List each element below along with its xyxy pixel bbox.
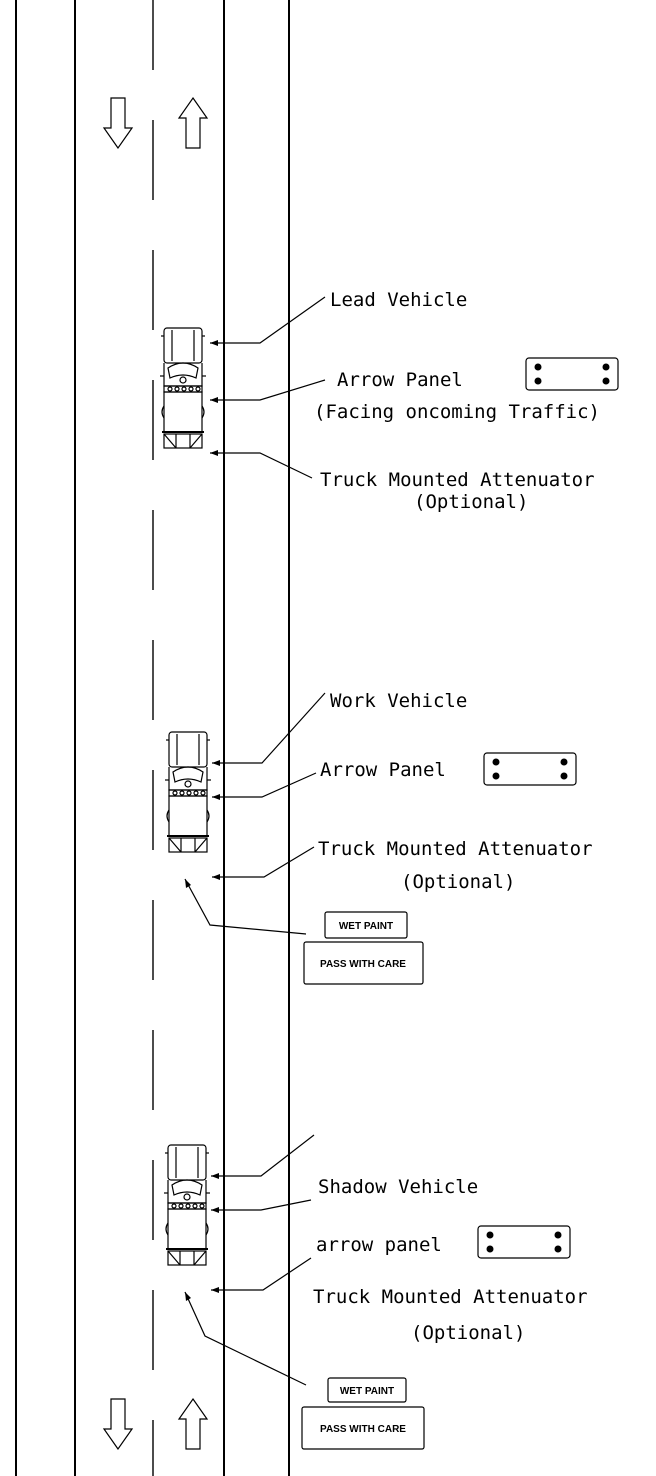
wet-paint-sign-text: WET PAINT bbox=[340, 1386, 394, 1397]
down-arrow-icon bbox=[103, 1398, 133, 1450]
shadow-truck bbox=[163, 1144, 211, 1266]
lead-tma-label: Truck Mounted Attenuator bbox=[320, 469, 595, 491]
wet-paint-sign-text: WET PAINT bbox=[339, 921, 393, 932]
work-vehicle-group: Work Vehicle Arrow Panel Truck Mounted A… bbox=[164, 690, 593, 985]
lead-vehicle-group: Lead Vehicle Arrow Panel (Facing oncomin… bbox=[159, 289, 619, 513]
pass-with-care-sign-text: PASS WITH CARE bbox=[320, 959, 406, 970]
roadway bbox=[15, 0, 290, 1476]
wet-paint-sign bbox=[324, 911, 408, 939]
work-arrow-panel-icon bbox=[483, 752, 577, 786]
pass-with-care-sign bbox=[303, 941, 424, 985]
wet-paint-sign bbox=[327, 1377, 407, 1403]
work-arrow-panel-label: Arrow Panel bbox=[320, 759, 446, 781]
pass-with-care-sign-text: PASS WITH CARE bbox=[320, 1424, 406, 1435]
shadow-vehicle-label: Shadow Vehicle bbox=[318, 1176, 478, 1198]
lead-truck bbox=[159, 327, 207, 449]
work-truck bbox=[164, 731, 212, 853]
up-arrow-icon bbox=[178, 97, 208, 149]
pass-with-care-sign bbox=[301, 1406, 425, 1450]
down-arrow-icon bbox=[103, 97, 133, 149]
lead-arrow-panel-icon bbox=[525, 357, 619, 391]
shadow-tma-note: (Optional) bbox=[411, 1322, 525, 1344]
shadow-arrow-panel-icon bbox=[477, 1225, 571, 1259]
work-tma-note: (Optional) bbox=[401, 871, 515, 893]
work-vehicle-label: Work Vehicle bbox=[330, 690, 467, 712]
work-tma-label: Truck Mounted Attenuator bbox=[318, 838, 593, 860]
lead-panel-note: (Facing oncoming Traffic) bbox=[314, 401, 600, 423]
lead-vehicle-label: Lead Vehicle bbox=[330, 289, 467, 311]
up-arrow-icon bbox=[178, 1398, 208, 1450]
shadow-vehicle-group: Shadow Vehicle arrow panel Truck Mounted… bbox=[163, 1134, 588, 1450]
lead-arrow-panel-label: Arrow Panel bbox=[337, 369, 463, 391]
lead-tma-note: (Optional) bbox=[414, 491, 528, 513]
shadow-tma-label: Truck Mounted Attenuator bbox=[313, 1286, 588, 1308]
shadow-arrow-panel-label: arrow panel bbox=[316, 1234, 442, 1256]
